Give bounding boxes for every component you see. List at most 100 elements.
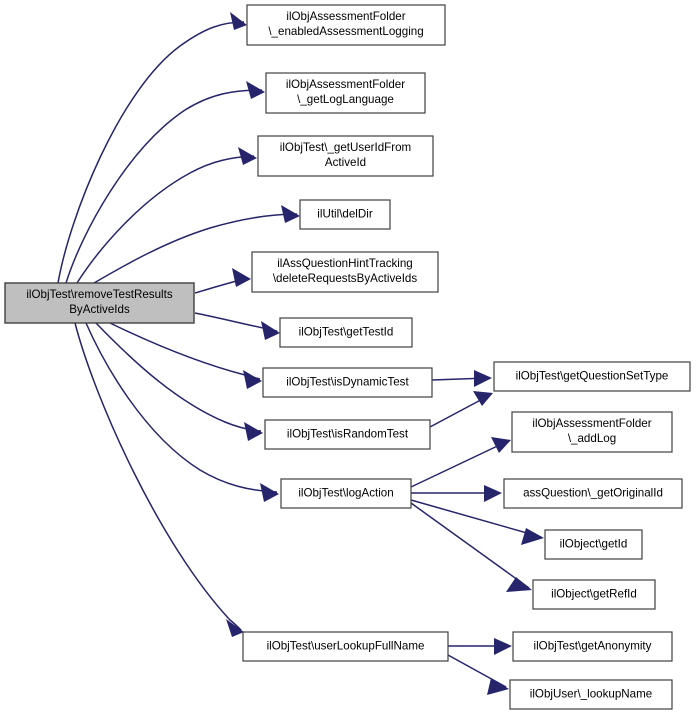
node-box-current[interactable] (4, 282, 195, 324)
arrowhead-icon (484, 485, 502, 502)
arrowhead-icon (230, 12, 247, 30)
call-edge-isDynamicTest-to-getQuestionSetType (431, 370, 492, 387)
edge-line (410, 502, 530, 589)
nodes-layer: ilObjTest\removeTestResultsByActiveIdsil… (4, 4, 691, 710)
node-box[interactable] (299, 199, 391, 230)
node-label-line1: assQuestion\_getOriginalId (523, 487, 663, 500)
node-label-line1: ilObjAssessmentFolder (286, 78, 405, 91)
graph-node-logAction[interactable]: ilObjTest\logAction (280, 478, 412, 509)
node-box[interactable] (264, 419, 431, 450)
graph-node-getRefId[interactable]: ilObject\getRefId (532, 579, 656, 610)
node-label-line2: \deleteRequestsByActiveIds (273, 272, 418, 285)
node-label-line1: ilObjTest\getQuestionSetType (516, 370, 669, 383)
node-label-line1: ilObjTest\getTestId (299, 326, 394, 339)
node-label-line1: ilObjAssessmentFolder (532, 417, 651, 430)
graph-node-userLookupFullName[interactable]: ilObjTest\userLookupFullName (242, 631, 449, 662)
node-label-line1: ilObjTest\isRandomTest (287, 428, 409, 441)
graph-node-getAnonymity[interactable]: ilObjTest\getAnonymity (512, 631, 673, 662)
arrowhead-icon (232, 268, 251, 287)
arrowhead-icon (491, 437, 511, 453)
call-edge-logAction-to-addLog (410, 437, 511, 488)
node-label-line2: \_getLogLanguage (297, 93, 394, 106)
call-edge-root-to-isDynamicTest (109, 322, 262, 389)
node-box[interactable] (242, 631, 449, 662)
edge-line (410, 440, 509, 488)
graph-node-delDir[interactable]: ilUtil\delDir (299, 199, 391, 230)
graph-node-getLogLanguage[interactable]: ilObjAssessmentFolder \_getLogLanguage (265, 72, 426, 114)
node-label-line1: ilObjAssessmentFolder (286, 10, 405, 23)
edge-line (76, 155, 255, 284)
node-label-line1: ilObjTest\_getUserIdFrom (280, 141, 411, 154)
call-edge-root-to-getLogLanguage (65, 81, 265, 284)
arrowhead-icon (521, 528, 544, 545)
arrowhead-icon (261, 321, 280, 340)
node-box[interactable] (262, 367, 433, 398)
call-edge-userLookupFullName-to-getAnonymity (448, 638, 512, 655)
node-label-line1: ilObject\getRefId (551, 588, 637, 601)
edge-line (57, 21, 245, 284)
edge-line (95, 322, 262, 432)
edges-layer (57, 12, 544, 695)
arrowhead-icon (473, 391, 493, 406)
call-edge-root-to-logAction (85, 322, 279, 502)
arrowhead-icon (487, 678, 509, 695)
graph-node-isRandomTest[interactable]: ilObjTest\isRandomTest (264, 419, 431, 450)
arrowhead-icon (506, 577, 532, 592)
edge-line (74, 322, 242, 631)
node-box[interactable] (251, 251, 439, 293)
graph-node-isDynamicTest[interactable]: ilObjTest\isDynamicTest (262, 367, 433, 398)
call-edge-root-to-delDir (93, 205, 300, 284)
arrowhead-icon (494, 638, 512, 655)
node-box[interactable] (511, 411, 673, 453)
graph-node-getOriginalId[interactable]: assQuestion\_getOriginalId (503, 478, 683, 509)
arrowhead-icon (244, 422, 263, 441)
graph-node-addLog[interactable]: ilObjAssessmentFolder \_addLog (511, 411, 673, 453)
node-box[interactable] (512, 631, 673, 662)
arrowhead-icon (474, 370, 492, 387)
node-box[interactable] (503, 478, 683, 509)
graph-node-getQuestionSetType[interactable]: ilObjTest\getQuestionSetType (493, 361, 691, 392)
call-edge-isRandomTest-to-getQuestionSetType (429, 391, 493, 428)
arrowhead-icon (260, 483, 279, 502)
graph-node-getId[interactable]: ilObject\getId (544, 529, 643, 560)
call-edge-logAction-to-getOriginalId (411, 485, 502, 502)
node-box[interactable] (279, 317, 413, 348)
node-box[interactable] (509, 679, 673, 710)
node-label-line1: ilObjTest\getAnonymity (534, 640, 652, 653)
node-label-line2: \_enabledAssessmentLogging (268, 25, 423, 38)
graph-node-enabledAssessmentLogging[interactable]: ilObjAssessmentFolder \_enabledAssessment… (246, 4, 446, 46)
node-label-line1: ilObjUser\_lookupName (530, 688, 652, 701)
node-box[interactable] (493, 361, 691, 392)
node-box[interactable] (532, 579, 656, 610)
node-label-line1: ilObjTest\logAction (298, 487, 393, 500)
edge-line (65, 89, 263, 284)
edge-line (85, 322, 278, 493)
node-label-line1: ilObjTest\removeTestResults (26, 288, 172, 301)
node-label-line1: ilObject\getId (560, 538, 628, 551)
arrowhead-icon (238, 147, 257, 165)
arrowhead-icon (281, 205, 300, 223)
arrowhead-icon (226, 619, 244, 637)
call-edge-root-to-getUserIdFromActiveId (76, 147, 257, 284)
node-box[interactable] (246, 4, 446, 46)
node-label-line1: ilObjTest\userLookupFullName (267, 640, 425, 653)
call-edge-root-to-getTestId (194, 312, 280, 340)
node-label-line2: \_addLog (568, 432, 616, 445)
node-box[interactable] (257, 135, 434, 177)
node-box[interactable] (280, 478, 412, 509)
node-label-line1: ilObjTest\isDynamicTest (286, 376, 409, 389)
node-box[interactable] (544, 529, 643, 560)
node-box[interactable] (265, 72, 426, 114)
arrowhead-icon (243, 370, 262, 389)
node-label-line1: ilUtil\delDir (317, 208, 373, 221)
graph-node-deleteRequestsByActiveIds[interactable]: ilAssQuestionHintTracking \deleteRequests… (251, 251, 439, 293)
graph-node-lookupName[interactable]: ilObjUser\_lookupName (509, 679, 673, 710)
node-label-line1: ilAssQuestionHintTracking (277, 257, 413, 270)
call-edge-root-to-isRandomTest (95, 322, 263, 441)
arrowhead-icon (246, 81, 265, 99)
graph-node-getTestId[interactable]: ilObjTest\getTestId (279, 317, 413, 348)
